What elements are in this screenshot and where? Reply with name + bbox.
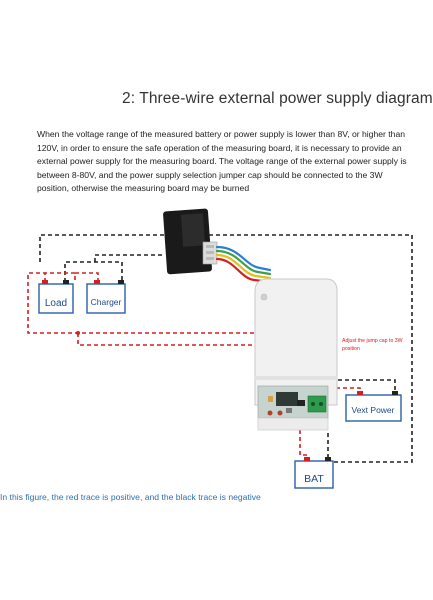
hall-sensor <box>163 208 218 275</box>
load-terminal: Load <box>38 280 74 314</box>
jumper-annotation: Adjust the jump cap to 3W position <box>342 338 403 352</box>
diagram-title: 2: Three-wire external power supply diag… <box>122 90 433 107</box>
bat-label: BAT <box>304 473 324 485</box>
negative-trace-terminals <box>64 261 123 282</box>
sensor-cable <box>215 245 272 284</box>
jumper-note-line1: Adjust the jump cap to 3W <box>342 338 403 344</box>
negative-trace-sensor <box>94 254 165 262</box>
bat-terminal: BAT <box>294 457 334 489</box>
charger-terminal: Charger <box>86 280 126 314</box>
measuring-board <box>254 278 338 431</box>
positive-trace-bat <box>299 430 309 460</box>
load-label: Load <box>45 298 67 309</box>
vext-power-terminal: Vext Power <box>345 391 402 422</box>
negative-trace-top <box>39 234 413 463</box>
positive-trace-charger <box>74 272 99 282</box>
vext-power-label: Vext Power <box>352 405 395 415</box>
jumper-note-line2: position <box>342 346 360 352</box>
charger-label: Charger <box>91 297 122 307</box>
description-paragraph: When the voltage range of the measured b… <box>37 129 407 193</box>
wiring-diagram: Load Charger Vext Power BAT Adjust the j… <box>27 208 413 489</box>
junction-dot <box>76 331 80 335</box>
caption-note: In this figure, the red trace is positiv… <box>0 492 261 502</box>
